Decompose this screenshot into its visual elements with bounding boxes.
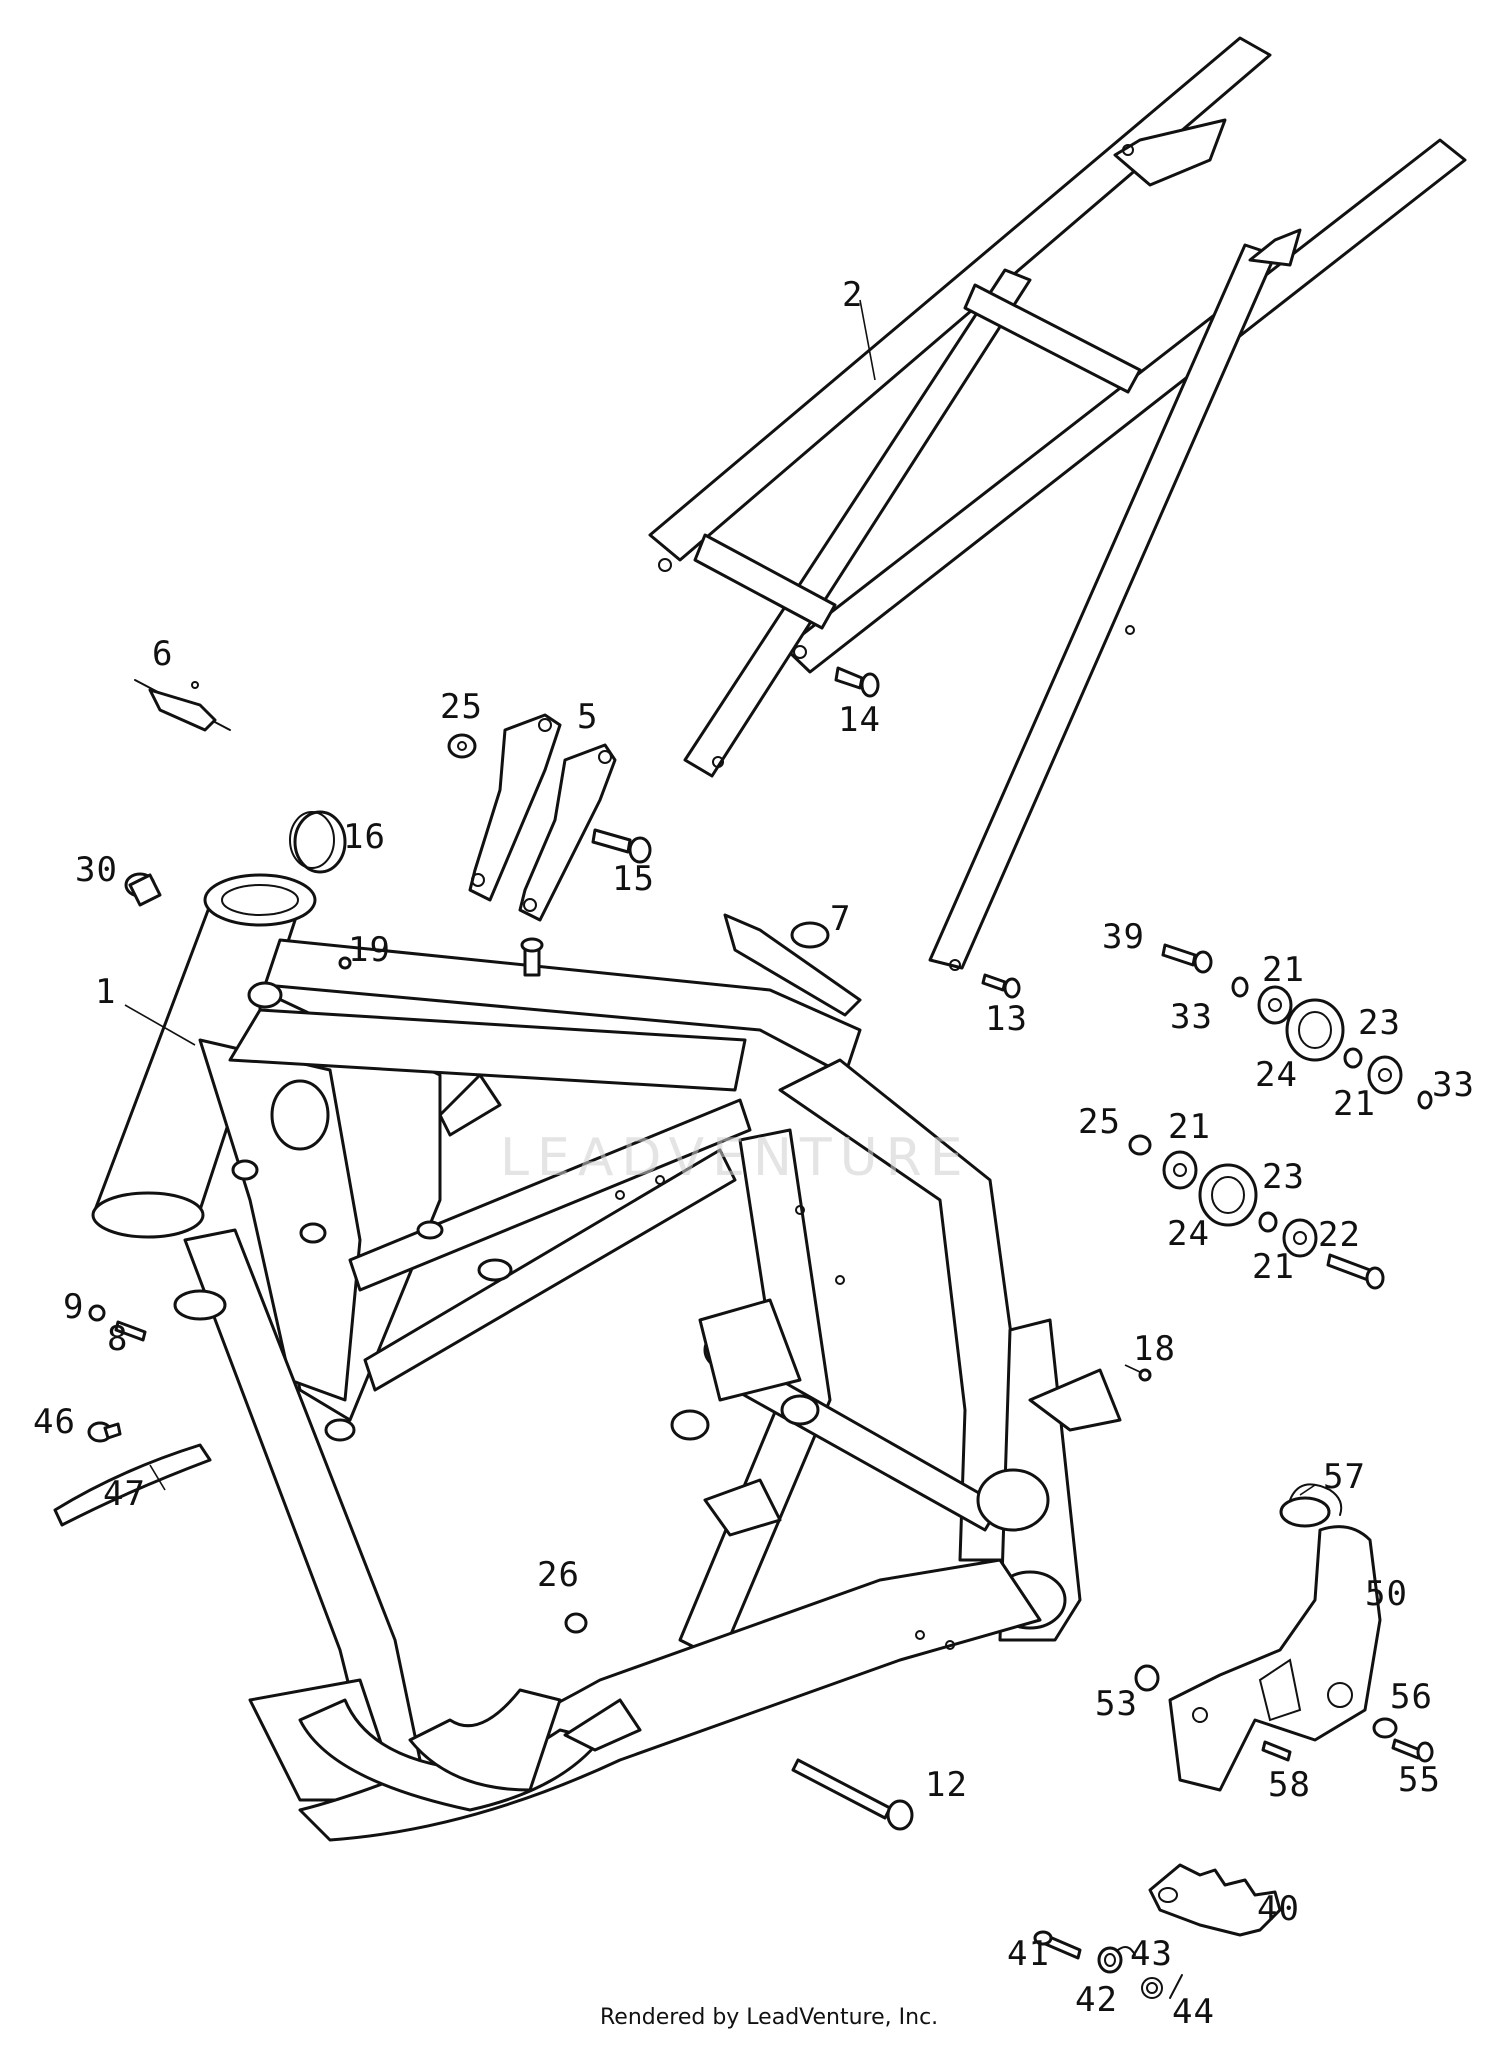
- callout-43: 43: [1130, 1934, 1173, 1974]
- fitting-part-46[interactable]: [87, 1421, 122, 1443]
- callout-16: 16: [343, 817, 386, 857]
- fitting-part-6[interactable]: [134, 679, 231, 732]
- nut-part-19[interactable]: [338, 956, 352, 970]
- callout-9: 9: [63, 1287, 85, 1327]
- callout-25-b: 25: [1078, 1102, 1121, 1142]
- pin-part-41[interactable]: [1033, 1930, 1082, 1960]
- plug-part-7[interactable]: [790, 921, 830, 949]
- footpeg-part-40[interactable]: [1148, 1863, 1282, 1937]
- callout-23-b: 23: [1262, 1157, 1305, 1197]
- callout-46: 46: [33, 1402, 76, 1442]
- callout-58: 58: [1268, 1765, 1311, 1805]
- callout-23-a: 23: [1358, 1003, 1401, 1043]
- callout-22: 22: [1318, 1215, 1361, 1255]
- bolt-part-15[interactable]: [591, 828, 652, 864]
- callout-33-a: 33: [1170, 997, 1213, 1037]
- callout-7: 7: [830, 899, 852, 939]
- callout-1: 1: [95, 972, 117, 1012]
- nut-part-18[interactable]: [1138, 1368, 1152, 1382]
- bolt-part-12[interactable]: [791, 1758, 914, 1831]
- callout-18: 18: [1133, 1329, 1176, 1369]
- spacer-part-53[interactable]: [1134, 1664, 1160, 1692]
- render-credit: Rendered by LeadVenture, Inc.: [600, 2005, 939, 2030]
- clip-part-43[interactable]: [1117, 1945, 1136, 1956]
- bolt-part-14[interactable]: [834, 666, 880, 698]
- washer-part-44[interactable]: [1141, 1974, 1183, 1999]
- nut-part-26[interactable]: [564, 1612, 588, 1634]
- callout-39: 39: [1102, 917, 1145, 957]
- watermark: LEADVENTURE: [500, 1128, 971, 1188]
- nut-part-25-upper[interactable]: [447, 733, 477, 759]
- spring-part-42[interactable]: [1097, 1946, 1123, 1974]
- callout-47: 47: [103, 1474, 146, 1514]
- callout-19: 19: [348, 930, 391, 970]
- callout-6: 6: [152, 634, 174, 674]
- callout-24-b: 24: [1167, 1214, 1210, 1254]
- rear-subframe[interactable]: [648, 36, 1467, 971]
- callout-44: 44: [1172, 1992, 1215, 2032]
- callout-41: 41: [1007, 1934, 1050, 1974]
- callout-2: 2: [842, 275, 864, 315]
- bolt-part-58[interactable]: [1261, 1740, 1292, 1762]
- callout-33-b: 33: [1432, 1065, 1475, 1105]
- callout-30: 30: [75, 850, 118, 890]
- callout-24-a: 24: [1255, 1055, 1298, 1095]
- callout-15: 15: [612, 859, 655, 899]
- pivot-bushing-group-upper[interactable]: [1161, 943, 1433, 1110]
- callout-56: 56: [1390, 1677, 1433, 1717]
- callout-21-c: 21: [1168, 1107, 1211, 1147]
- leader-lines: [124, 299, 1316, 1496]
- callout-14: 14: [838, 700, 881, 740]
- nut-part-9[interactable]: [88, 1304, 106, 1322]
- callout-8: 8: [107, 1319, 129, 1359]
- callout-40: 40: [1257, 1889, 1300, 1929]
- callout-13: 13: [985, 999, 1028, 1039]
- callout-5: 5: [577, 697, 599, 737]
- washer-part-56[interactable]: [1372, 1717, 1398, 1739]
- cap-part-16[interactable]: [289, 810, 347, 874]
- callout-25-a: 25: [440, 687, 483, 727]
- callout-26: 26: [537, 1555, 580, 1595]
- callout-53: 53: [1095, 1684, 1138, 1724]
- callout-50: 50: [1365, 1574, 1408, 1614]
- main-frame[interactable]: [91, 873, 1122, 1842]
- bolt-part-55[interactable]: [1391, 1738, 1434, 1763]
- hose-part-47[interactable]: [53, 1443, 212, 1527]
- callout-21-d: 21: [1252, 1247, 1295, 1287]
- footrest-bracket-part-50[interactable]: [1168, 1525, 1382, 1792]
- callout-55: 55: [1398, 1760, 1441, 1800]
- pivot-bushing-group-lower[interactable]: [1128, 1134, 1385, 1290]
- callout-42: 42: [1075, 1980, 1118, 2020]
- callout-12: 12: [925, 1765, 968, 1805]
- bolt-part-13[interactable]: [981, 973, 1021, 999]
- callout-21-b: 21: [1333, 1084, 1376, 1124]
- plug-part-30[interactable]: [124, 872, 162, 907]
- engine-brackets-part-5[interactable]: [468, 713, 617, 922]
- callout-57: 57: [1323, 1457, 1366, 1497]
- bolt-part-8[interactable]: [114, 1320, 147, 1342]
- callout-21-a: 21: [1262, 950, 1305, 990]
- cap-part-57[interactable]: [1279, 1483, 1343, 1528]
